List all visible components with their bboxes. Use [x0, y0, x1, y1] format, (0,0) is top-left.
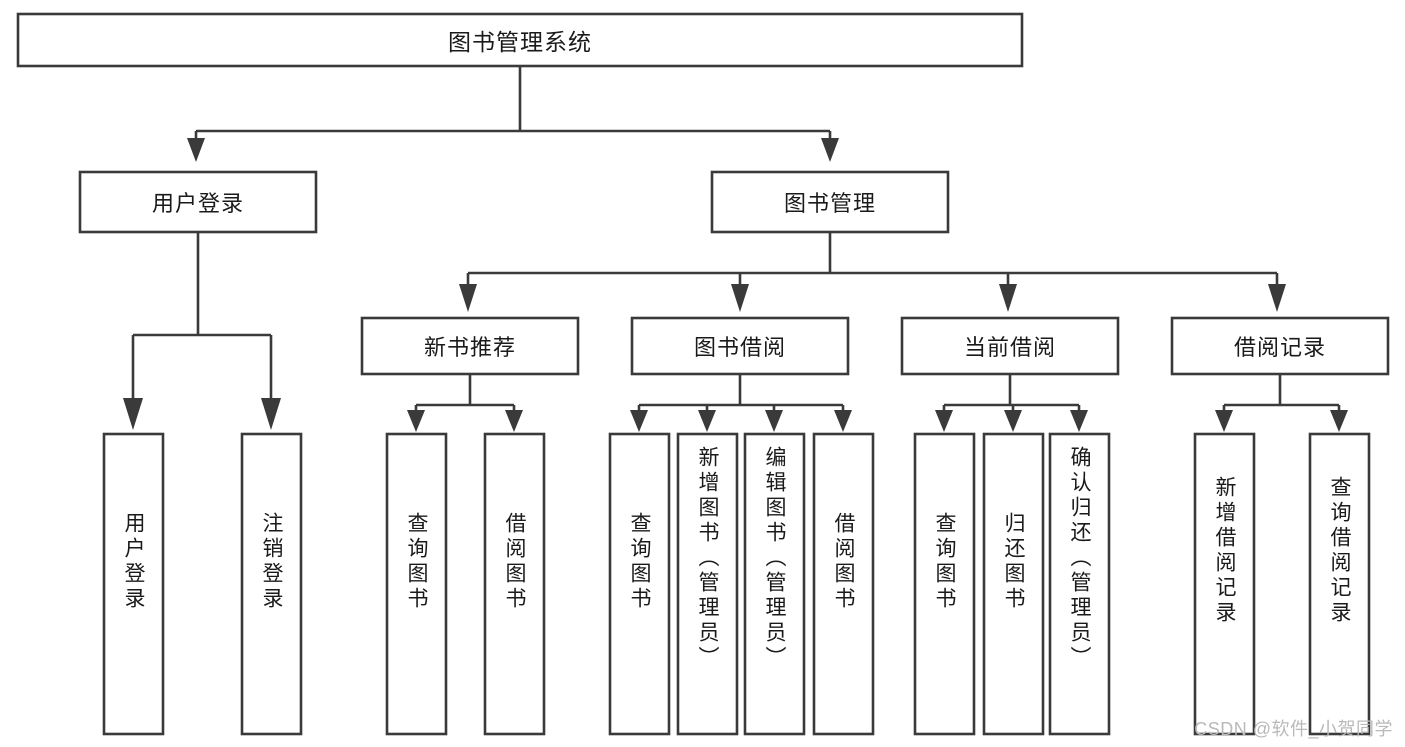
arrowhead-book-manage [821, 138, 839, 162]
arrowhead-leaf-return-book [1004, 410, 1022, 432]
arrowhead-user-login [187, 138, 205, 162]
node-leaf-confirm-return[interactable] [1048, 432, 1111, 736]
node-new-book-rec[interactable] [360, 316, 580, 376]
node-book-manage[interactable] [710, 170, 950, 234]
arrowhead-leaf-logout [261, 398, 281, 430]
node-leaf-borrow-book-1[interactable] [483, 432, 546, 736]
arrowhead-current-borrow [999, 284, 1017, 312]
node-leaf-add-book[interactable] [676, 432, 739, 736]
watermark-text: CSDN @软件_小贺同学 [1194, 719, 1393, 739]
arrowhead-leaf-confirm-return [1070, 410, 1088, 432]
arrowhead-leaf-add-book [698, 410, 716, 432]
arrowhead-leaf-query-book-2 [630, 410, 648, 432]
node-leaf-add-record[interactable] [1193, 432, 1256, 736]
node-borrow-record[interactable] [1170, 316, 1390, 376]
node-leaf-query-book-3[interactable] [913, 432, 976, 736]
node-user-login[interactable] [78, 170, 318, 234]
arrowhead-leaf-borrow-book-1 [505, 410, 523, 432]
node-current-borrow[interactable] [900, 316, 1120, 376]
node-leaf-edit-book[interactable] [743, 432, 806, 736]
node-leaf-borrow-book-2[interactable] [812, 432, 875, 736]
arrowhead-leaf-edit-book [765, 410, 783, 432]
node-leaf-query-record[interactable] [1308, 432, 1371, 736]
arrowhead-book-borrow [731, 284, 749, 312]
node-book-borrow[interactable] [630, 316, 850, 376]
arrowhead-leaf-user-login [123, 398, 143, 430]
node-leaf-logout[interactable] [240, 432, 303, 736]
node-root[interactable] [16, 12, 1024, 68]
arrowhead-leaf-query-book-1 [407, 410, 425, 432]
node-leaf-user-login[interactable] [102, 432, 165, 736]
node-leaf-return-book[interactable] [982, 432, 1045, 736]
arrowhead-leaf-borrow-book-2 [834, 410, 852, 432]
node-leaf-query-book-2[interactable] [608, 432, 671, 736]
arrowhead-leaf-query-book-3 [935, 410, 953, 432]
node-leaf-query-book-1[interactable] [385, 432, 448, 736]
arrowhead-borrow-record [1268, 284, 1286, 312]
arrowhead-leaf-query-record [1330, 410, 1348, 432]
arrowhead-leaf-add-record [1215, 410, 1233, 432]
arrowhead-new-book-rec [459, 284, 477, 312]
